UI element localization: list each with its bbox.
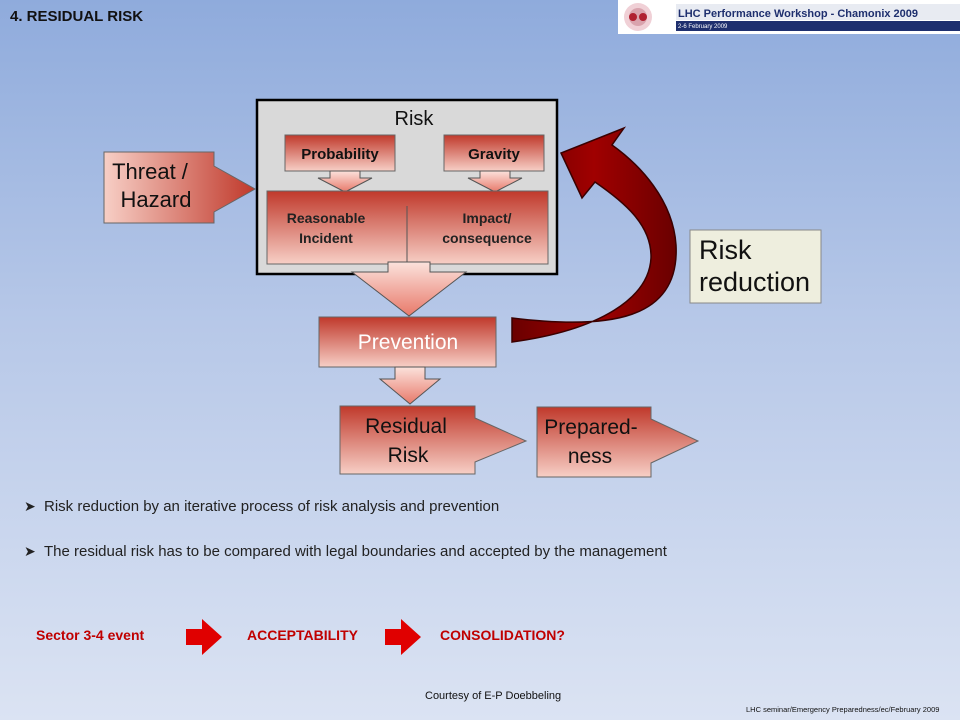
consequence-label: consequence bbox=[442, 230, 532, 246]
residual-risk-shape bbox=[339, 405, 528, 475]
risk-reduction-label-2: reduction bbox=[699, 267, 810, 297]
probability-box bbox=[284, 134, 396, 172]
slide-title: 4. RESIDUAL RISK bbox=[10, 8, 144, 25]
probability-down-arrow bbox=[317, 170, 373, 193]
risk-reduction-box bbox=[689, 229, 822, 304]
prevention-box bbox=[318, 316, 497, 368]
courtesy-note: Courtesy of E-P Doebbeling bbox=[425, 690, 562, 702]
workshop-logo bbox=[618, 0, 960, 34]
impact-label: Impact/ bbox=[462, 210, 511, 226]
workshop-logo-subtitle: 2-6 February 2009 bbox=[678, 24, 728, 30]
prevention-label: Prevention bbox=[358, 331, 458, 354]
arrow-bullet-icon: ➤ bbox=[24, 498, 36, 514]
threat-label: Threat / bbox=[112, 159, 189, 184]
red-arrow-icon bbox=[186, 619, 222, 655]
threat-hazard-shape bbox=[103, 151, 257, 224]
reference-note: LHC seminar/Emergency Preparedness/ec/Fe… bbox=[746, 705, 940, 714]
gravity-label: Gravity bbox=[468, 146, 520, 163]
reasonable-label: Reasonable bbox=[287, 210, 366, 226]
flow-step-1: Sector 3-4 event bbox=[36, 627, 145, 643]
residual-label: Residual bbox=[365, 415, 447, 438]
prevention-to-residual-arrow bbox=[378, 366, 442, 405]
gravity-box bbox=[443, 134, 545, 172]
workshop-logo-graphic bbox=[618, 0, 960, 34]
bullet-1-text: Risk reduction by an iterative process o… bbox=[44, 498, 500, 515]
residual-risk-label: Risk bbox=[388, 444, 429, 467]
bullet-2-text: The residual risk has to be compared wit… bbox=[44, 543, 667, 560]
risk-reduction-curved-arrow bbox=[511, 126, 677, 343]
risk-diagram: Risk Probability Gravity Reasonable Inci… bbox=[103, 98, 822, 478]
risk-label: Risk bbox=[395, 108, 435, 130]
bullet-1: ➤ Risk reduction by an iterative process… bbox=[24, 498, 499, 515]
workshop-logo-title: LHC Performance Workshop - Chamonix 2009 bbox=[678, 8, 919, 20]
flow-step-2: ACCEPTABILITY bbox=[247, 627, 358, 643]
ness-label: ness bbox=[568, 445, 612, 468]
risk-reduction-label-1: Risk bbox=[699, 235, 752, 265]
bullet-2: ➤ The residual risk has to be compared w… bbox=[24, 543, 667, 560]
incident-label: Incident bbox=[299, 230, 353, 246]
flow-step-3: CONSOLIDATION? bbox=[440, 627, 565, 643]
arrow-bullet-icon: ➤ bbox=[24, 543, 36, 559]
red-arrow-icon bbox=[385, 619, 421, 655]
hazard-label: Hazard bbox=[121, 187, 192, 212]
risk-to-prevention-arrow bbox=[350, 261, 468, 317]
probability-label: Probability bbox=[301, 146, 379, 163]
gravity-down-arrow bbox=[467, 170, 523, 193]
prepared-label: Prepared- bbox=[544, 416, 637, 439]
preparedness-shape bbox=[536, 406, 700, 478]
